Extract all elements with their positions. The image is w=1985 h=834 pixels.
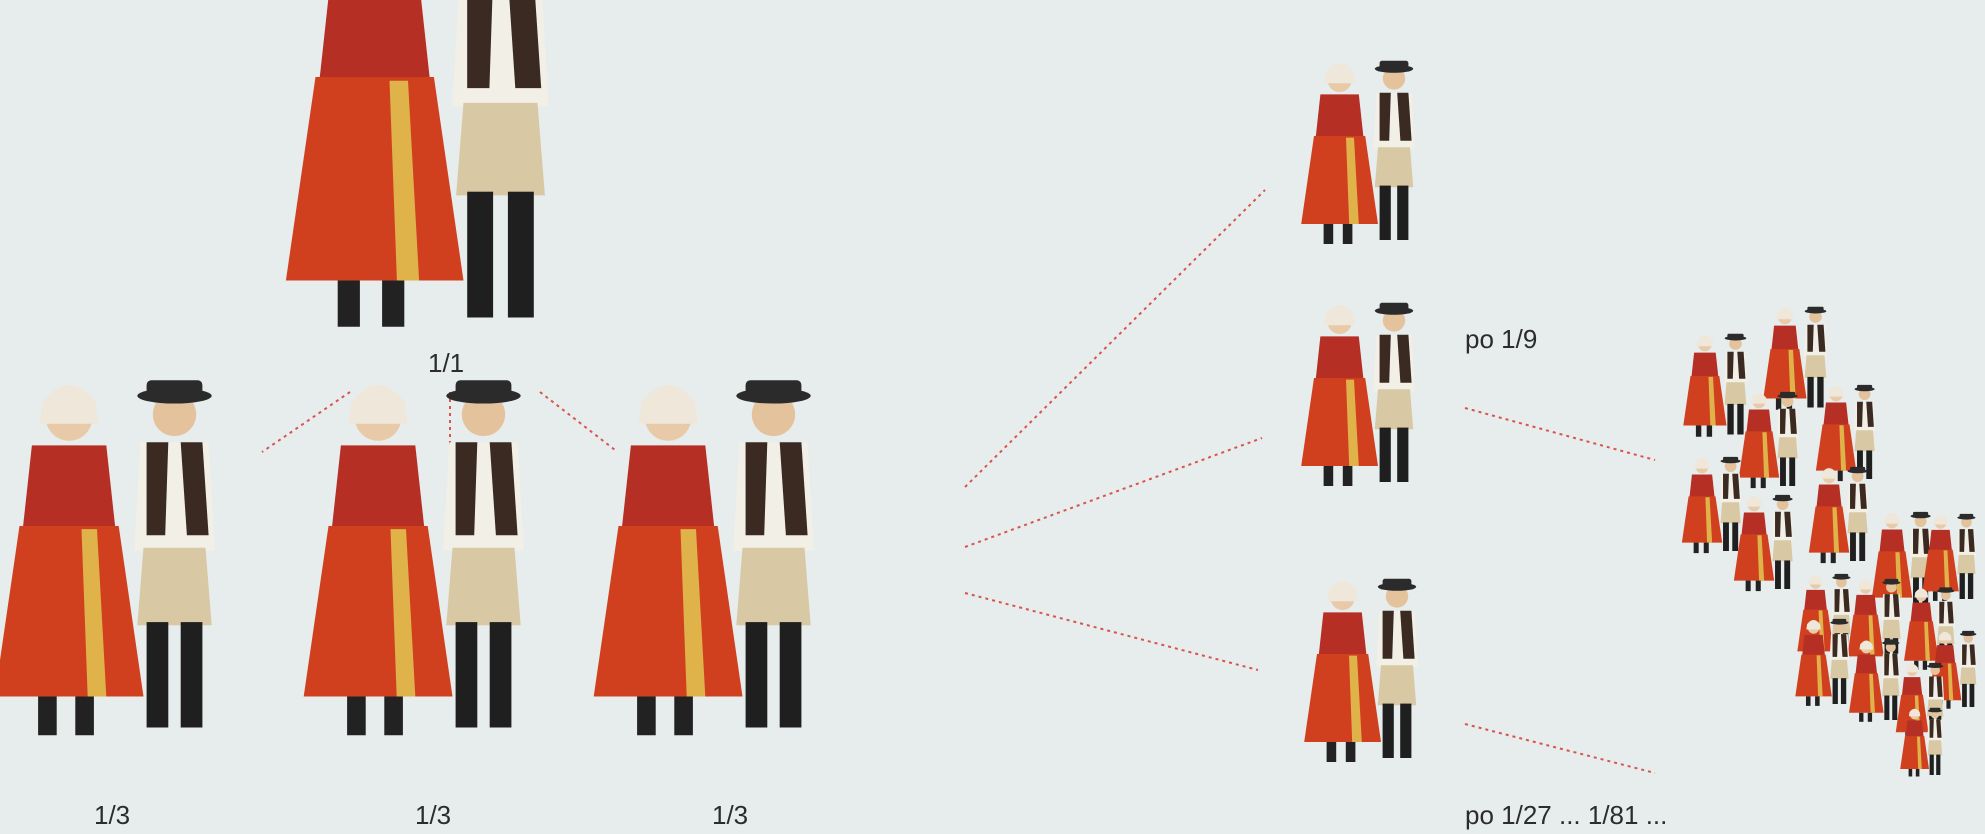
root-fraction-label: 1/1 [428, 348, 464, 379]
child-couple-1-figure [0, 380, 215, 735]
connector-to-crowd-bottom [1465, 724, 1655, 773]
connector-root-right [540, 392, 615, 450]
child-2-fraction-label: 1/3 [415, 800, 451, 831]
connector-fan-middle [965, 438, 1262, 547]
connector-fan-top [965, 190, 1265, 487]
child-couple-3-figure [594, 380, 814, 735]
child-couple-2-figure [304, 380, 524, 735]
descendants-fraction-label: po 1/27 ... 1/81 ... [1465, 800, 1667, 831]
connector-root-left [262, 392, 350, 452]
gc-couple-1-figure [1301, 61, 1415, 244]
child-1-fraction-label: 1/3 [94, 800, 130, 831]
child-3-fraction-label: 1/3 [712, 800, 748, 831]
connector-fan-bottom [965, 593, 1258, 670]
root-couple-figure [286, 0, 549, 327]
grandchildren-fraction-label: po 1/9 [1465, 324, 1537, 355]
gc-couple-2-figure [1301, 303, 1415, 486]
connector-to-crowd-top [1465, 408, 1655, 460]
descendants-crowd [1682, 307, 1977, 777]
gc-couple-3-figure [1304, 579, 1418, 762]
